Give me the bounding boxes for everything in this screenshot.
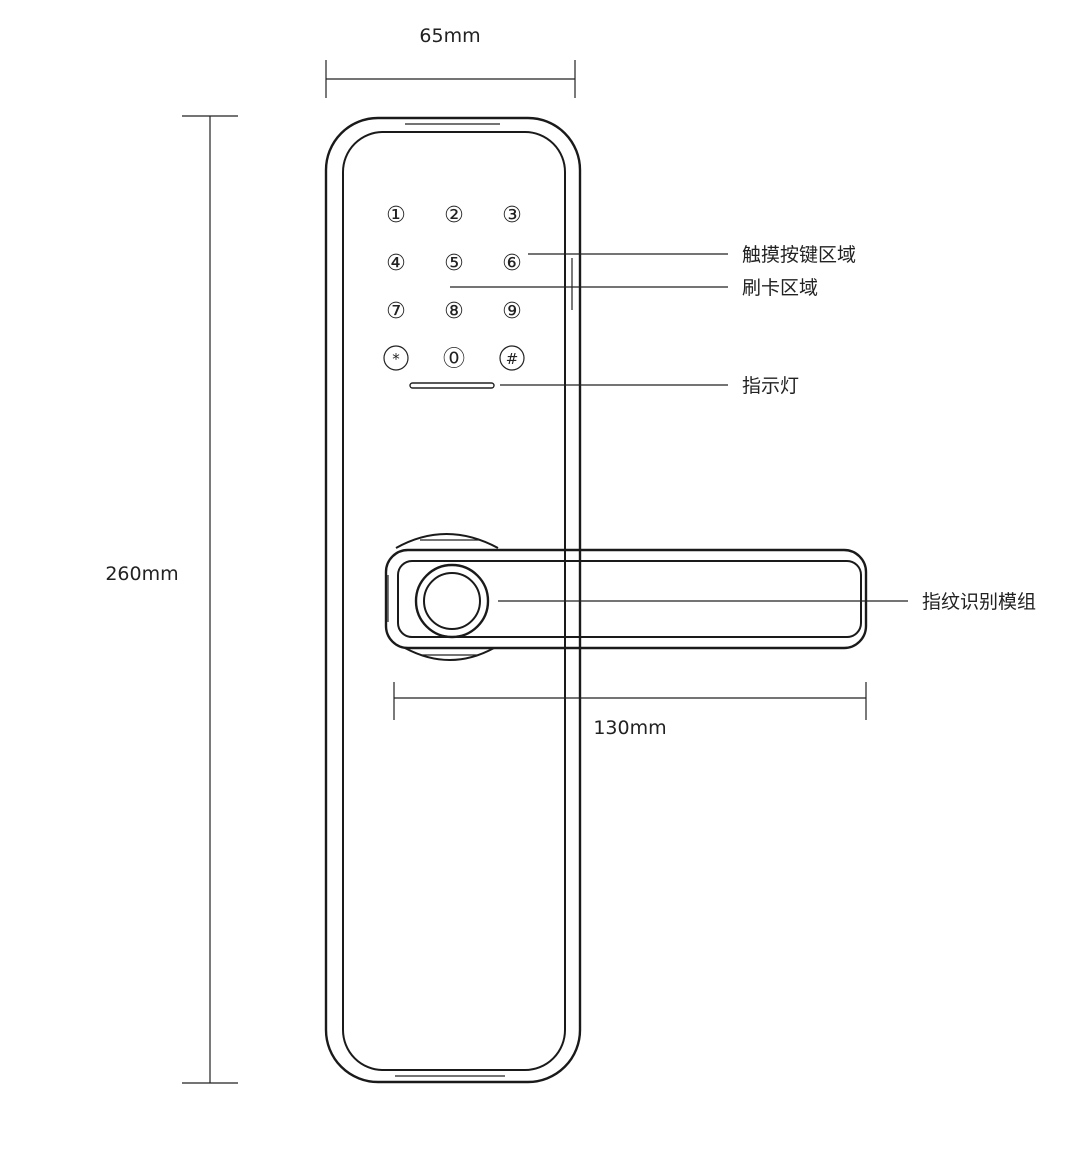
key-2[interactable]: ② — [444, 203, 464, 228]
callout-card-area: 刷卡区域 — [450, 277, 818, 299]
callout-card-area-label: 刷卡区域 — [742, 277, 818, 299]
key-4-label: ④ — [386, 251, 406, 276]
key-7[interactable]: ⑦ — [386, 299, 406, 324]
key-star-ring — [383, 345, 409, 371]
callout-indicator: 指示灯 — [500, 375, 799, 397]
fingerprint-sensor[interactable] — [423, 572, 481, 630]
key-5-label: ⑤ — [444, 251, 464, 276]
callout-fingerprint-label: 指纹识别模组 — [922, 591, 1036, 613]
key-hash-label: # — [506, 350, 519, 368]
handle-inner — [397, 560, 862, 638]
callout-touch-keys-label: 触摸按键区域 — [742, 244, 856, 266]
key-9[interactable]: ⑨ — [502, 299, 522, 324]
key-4[interactable]: ④ — [386, 251, 406, 276]
width-dimension: 65mm — [325, 25, 576, 98]
key-6-label: ⑥ — [502, 251, 522, 276]
handle-outer — [384, 548, 868, 650]
handle-length-dimension: 130mm — [393, 682, 867, 739]
indicator-light — [409, 382, 495, 389]
handle — [384, 533, 868, 661]
callout-touch-keys: 触摸按键区域 — [528, 244, 856, 266]
width-label: 65mm — [419, 25, 480, 47]
key-1-label: ① — [386, 203, 406, 228]
callout-fingerprint: 指纹识别模组 — [498, 591, 1036, 613]
key-3[interactable]: ③ — [502, 203, 522, 228]
key-8[interactable]: ⑧ — [444, 299, 464, 324]
fingerprint-ring-outer — [414, 563, 490, 639]
key-9-label: ⑨ — [502, 299, 522, 324]
handle-length-label: 130mm — [593, 717, 666, 739]
key-star[interactable]: * — [383, 345, 409, 371]
key-star-label: * — [392, 350, 400, 368]
height-label: 260mm — [105, 563, 178, 585]
key-7-label: ⑦ — [386, 299, 406, 324]
keypad: ① ② ③ ④ ⑤ ⑥ ⑦ ⑧ ⑨ * ⓪ # — [383, 203, 525, 372]
rosette-bottom-arc — [404, 647, 495, 661]
key-3-label: ③ — [502, 203, 522, 228]
key-0[interactable]: ⓪ — [443, 347, 465, 372]
key-2-label: ② — [444, 203, 464, 228]
callout-indicator-label: 指示灯 — [742, 375, 799, 397]
key-8-label: ⑧ — [444, 299, 464, 324]
key-hash[interactable]: # — [499, 345, 525, 371]
key-5[interactable]: ⑤ — [444, 251, 464, 276]
key-hash-ring — [499, 345, 525, 371]
key-1[interactable]: ① — [386, 203, 406, 228]
key-0-label: ⓪ — [443, 347, 465, 372]
key-6[interactable]: ⑥ — [502, 251, 522, 276]
height-dimension: 260mm — [105, 115, 238, 1084]
body-outer-outline — [324, 116, 582, 1084]
rosette-top-arc — [395, 533, 499, 549]
